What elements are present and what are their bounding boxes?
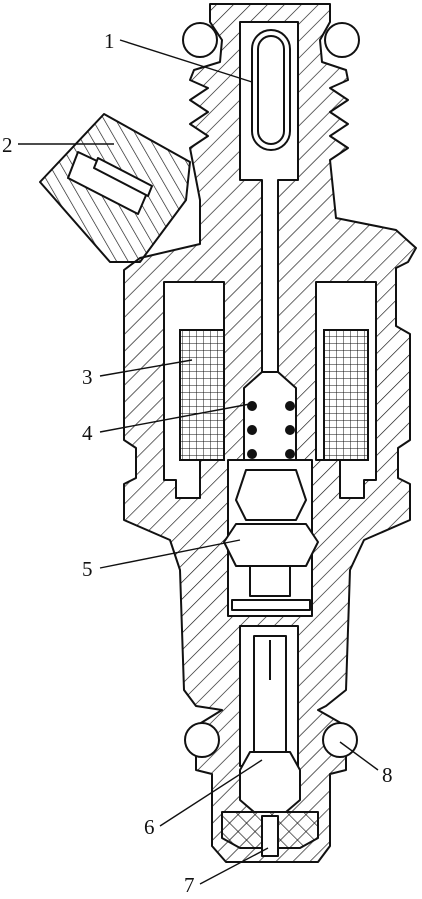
stop-plate — [231, 599, 311, 611]
label-2: 2 — [2, 133, 13, 157]
leader-8 — [339, 741, 379, 771]
needle-tip — [239, 751, 301, 813]
armature-ball — [223, 523, 319, 567]
lower-o-ring-right — [322, 722, 358, 758]
upper-o-ring-right — [324, 22, 360, 58]
lower-o-ring-left — [184, 722, 220, 758]
label-6: 6 — [144, 815, 155, 839]
leader-1 — [119, 39, 253, 83]
label-5: 5 — [82, 557, 93, 581]
label-4: 4 — [82, 421, 93, 445]
upper-o-ring-left — [182, 22, 218, 58]
spring-chamber — [243, 371, 297, 461]
label-1: 1 — [104, 29, 115, 53]
armature — [235, 469, 307, 521]
leader-4 — [99, 403, 251, 433]
leader-5 — [99, 539, 241, 569]
armature-stem — [249, 565, 291, 597]
label-7: 7 — [184, 873, 195, 897]
leader-3 — [99, 359, 193, 377]
leader-6 — [159, 759, 263, 827]
label-3: 3 — [82, 365, 93, 389]
solenoid-coil-left — [179, 329, 225, 461]
nozzle-orifice — [261, 815, 279, 857]
connector-pin — [93, 157, 153, 197]
fuel-filter-inner — [257, 35, 285, 145]
solenoid-coil-right — [323, 329, 369, 461]
label-8: 8 — [382, 763, 393, 787]
leader-7 — [199, 847, 269, 885]
